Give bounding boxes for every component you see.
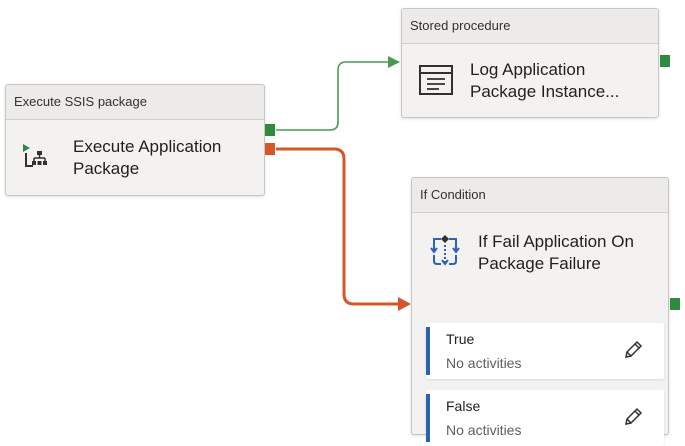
if-condition-icon — [429, 233, 461, 267]
activity-type-label: If Condition — [412, 178, 668, 213]
case-accent-bar — [426, 327, 430, 375]
case-label: False — [446, 398, 481, 414]
activity-title: Execute Application Package — [73, 136, 221, 180]
case-true[interactable]: True No activities — [426, 323, 664, 379]
title-line-2: Package Instance... — [470, 82, 620, 101]
success-output-port[interactable] — [660, 55, 670, 67]
if-condition-activity[interactable]: If Condition If Fail Application On Pack… — [411, 177, 669, 446]
case-false[interactable]: False No activities — [426, 390, 664, 446]
failure-output-port[interactable] — [265, 143, 275, 155]
success-arrowhead — [388, 56, 400, 68]
failure-connector[interactable] — [276, 147, 398, 306]
failure-arrowhead — [398, 297, 411, 311]
activity-title: If Fail Application On Package Failure — [478, 231, 634, 275]
title-line-2: Package Failure — [478, 254, 601, 273]
case-accent-bar — [426, 394, 430, 442]
stored-procedure-icon — [419, 65, 453, 95]
activity-type-label: Stored procedure — [402, 9, 658, 44]
activity-title: Log Application Package Instance... — [470, 59, 619, 103]
edit-pencil-icon[interactable] — [622, 339, 644, 361]
title-line-1: Log Application — [470, 60, 586, 79]
execute-ssis-activity[interactable]: Execute SSIS package Execute Application… — [5, 84, 265, 196]
title-line-2: Package — [73, 159, 140, 178]
title-line-1: If Fail Application On — [478, 232, 634, 251]
case-activities: No activities — [446, 422, 522, 438]
stored-procedure-activity[interactable]: Stored procedure Log Application Package… — [401, 8, 659, 118]
activity-type-label: Execute SSIS package — [6, 85, 264, 120]
title-line-1: Execute Application — [73, 137, 222, 156]
case-label: True — [446, 331, 475, 347]
ssis-package-icon — [21, 142, 47, 170]
success-output-port[interactable] — [265, 124, 275, 136]
edit-pencil-icon[interactable] — [622, 406, 644, 428]
success-connector[interactable] — [276, 61, 388, 131]
success-output-port[interactable] — [670, 298, 680, 310]
case-activities: No activities — [446, 355, 522, 371]
